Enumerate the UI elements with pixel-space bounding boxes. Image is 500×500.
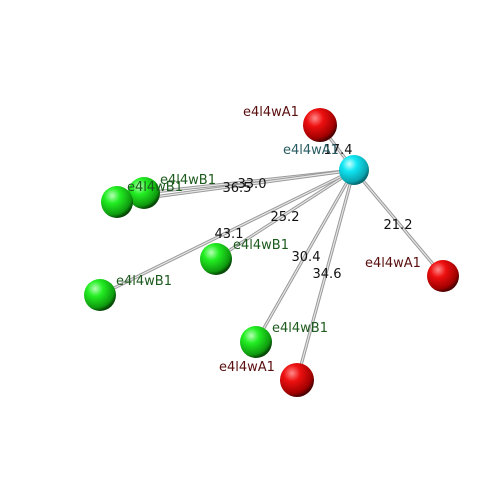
red-node [280, 363, 314, 397]
node-label: e4l4wB1 [116, 274, 172, 289]
distance-label: 36.5 [223, 181, 252, 196]
distance-label: 34.6 [313, 267, 342, 282]
distance-label: 43.1 [215, 227, 244, 242]
node-label: e4l4wB1 [272, 321, 328, 336]
node-label: e4l4wB1 [160, 173, 216, 188]
node-label: e4l4wA1 [219, 360, 275, 375]
node-label: e4l4wB1 [233, 238, 289, 253]
distance-label: 17.4 [324, 143, 353, 158]
bond-highlight [215, 169, 355, 260]
bond-highlight [99, 169, 355, 296]
node-label: e4l4wA1 [243, 105, 299, 120]
node-label: e4l4wA1 [365, 256, 421, 271]
red-node [303, 108, 337, 142]
red-node [427, 260, 459, 292]
bond-highlight [353, 169, 444, 277]
green-node [200, 243, 232, 275]
bond-highlight [255, 169, 355, 343]
distance-label: 33.0 [238, 177, 267, 192]
green-node [84, 279, 116, 311]
distance-label: 21.2 [384, 218, 413, 233]
green-node [240, 326, 272, 358]
center-node-label: e4l4wA1 [283, 143, 339, 158]
node-label: e4l4wB1 [127, 180, 183, 195]
green-node [128, 177, 160, 209]
green-node [101, 186, 133, 218]
distance-label: 25.2 [271, 210, 300, 225]
bond-highlight [296, 169, 355, 381]
center-node [339, 155, 369, 185]
distance-label: 30.4 [292, 250, 321, 265]
